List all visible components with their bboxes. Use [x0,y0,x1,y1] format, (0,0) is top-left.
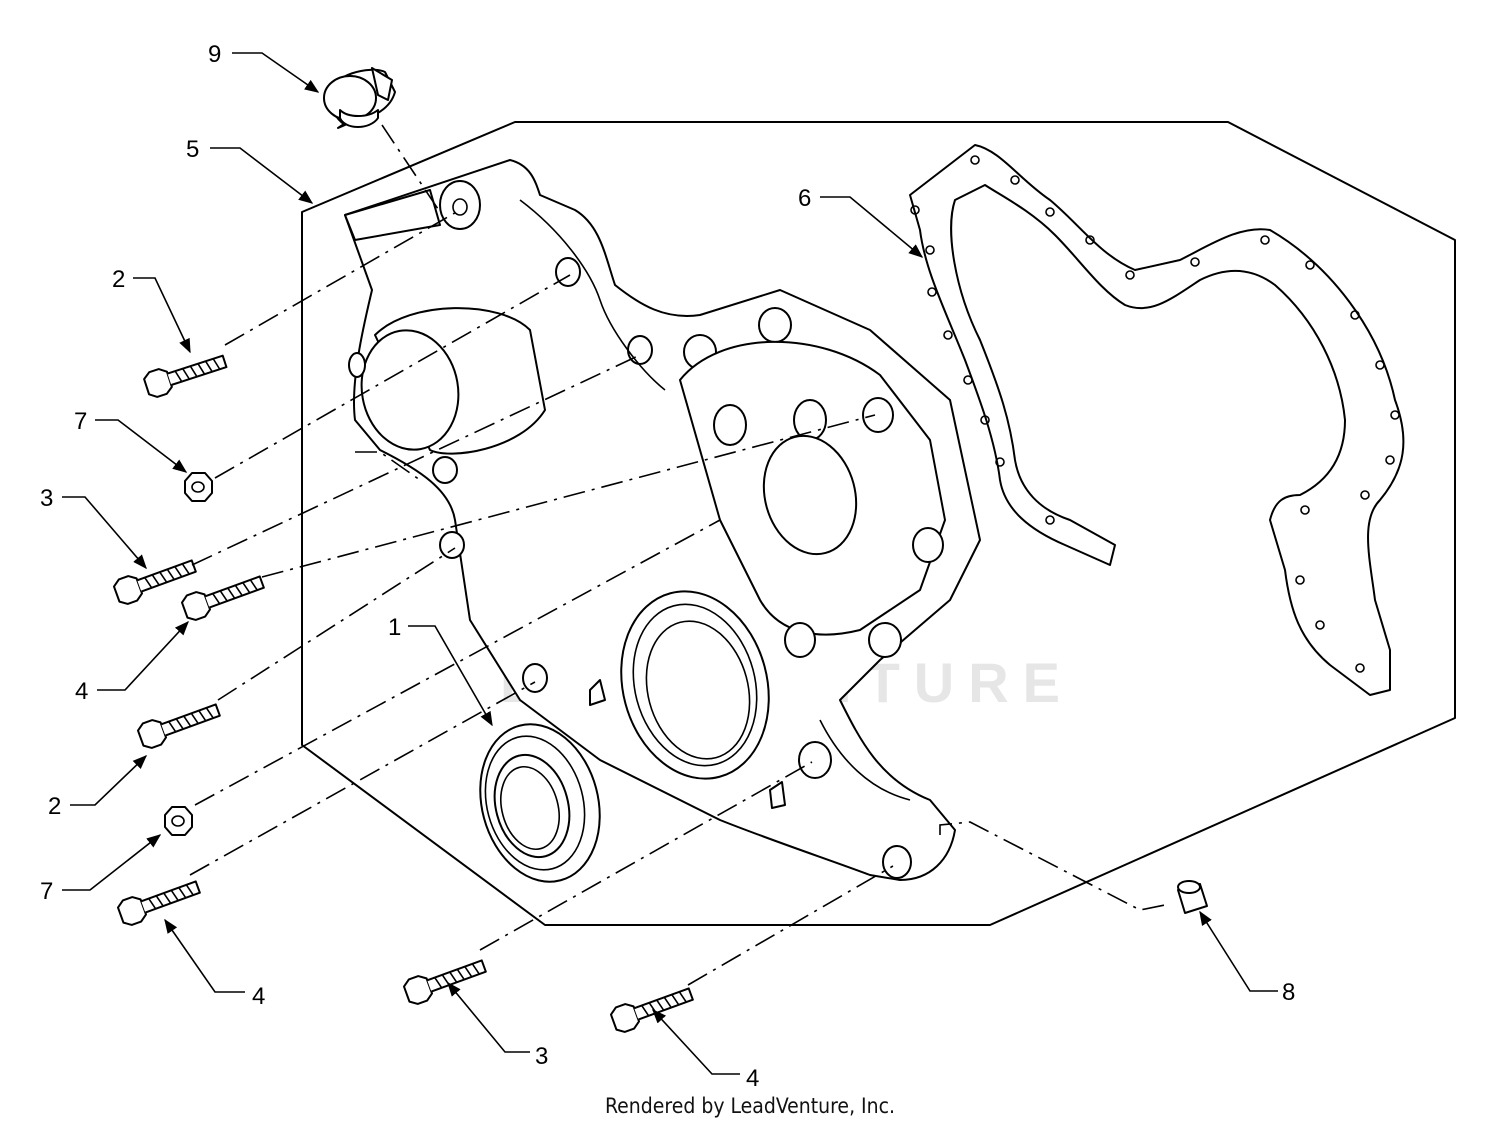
callout-5: 5 [186,136,199,163]
bolt-4-upper [179,568,268,624]
callout-3-left: 3 [40,485,53,512]
callout-8: 8 [1282,979,1295,1006]
callout-3-bottom: 3 [535,1043,548,1070]
callout-4-bottom: 4 [746,1065,759,1092]
dowel-pin [1177,880,1208,914]
callout-4-left: 4 [252,983,265,1010]
timing-cover [344,159,981,881]
callout-7-upper: 7 [74,408,87,435]
bolt-4-left [115,873,204,929]
alignment-lines [189,124,1166,986]
render-credit: Rendered by LeadVenture, Inc. [605,1094,895,1118]
bolt-4-bottom [608,980,697,1036]
bolt-3-bottom [401,952,490,1008]
assembly-boundary [301,121,1456,926]
callout-1: 1 [388,614,401,641]
oil-filler-cap [323,67,396,129]
callout-4-upper: 4 [75,678,88,705]
bolt-2-upper [141,348,230,401]
callout-6: 6 [798,185,811,212]
nut-7-upper [184,472,213,502]
bolt-2-lower [135,696,224,752]
callout-2-upper: 2 [112,266,125,293]
callout-7-lower: 7 [40,878,53,905]
callout-9: 9 [208,41,221,68]
gasket [909,144,1405,696]
callout-labels: 9 5 6 2 7 3 4 2 7 4 1 3 4 8 [40,41,1295,1092]
nut-7-lower [164,806,193,836]
leader-lines [62,52,1278,1075]
oil-seal [479,723,601,883]
callout-2-lower: 2 [48,793,61,820]
